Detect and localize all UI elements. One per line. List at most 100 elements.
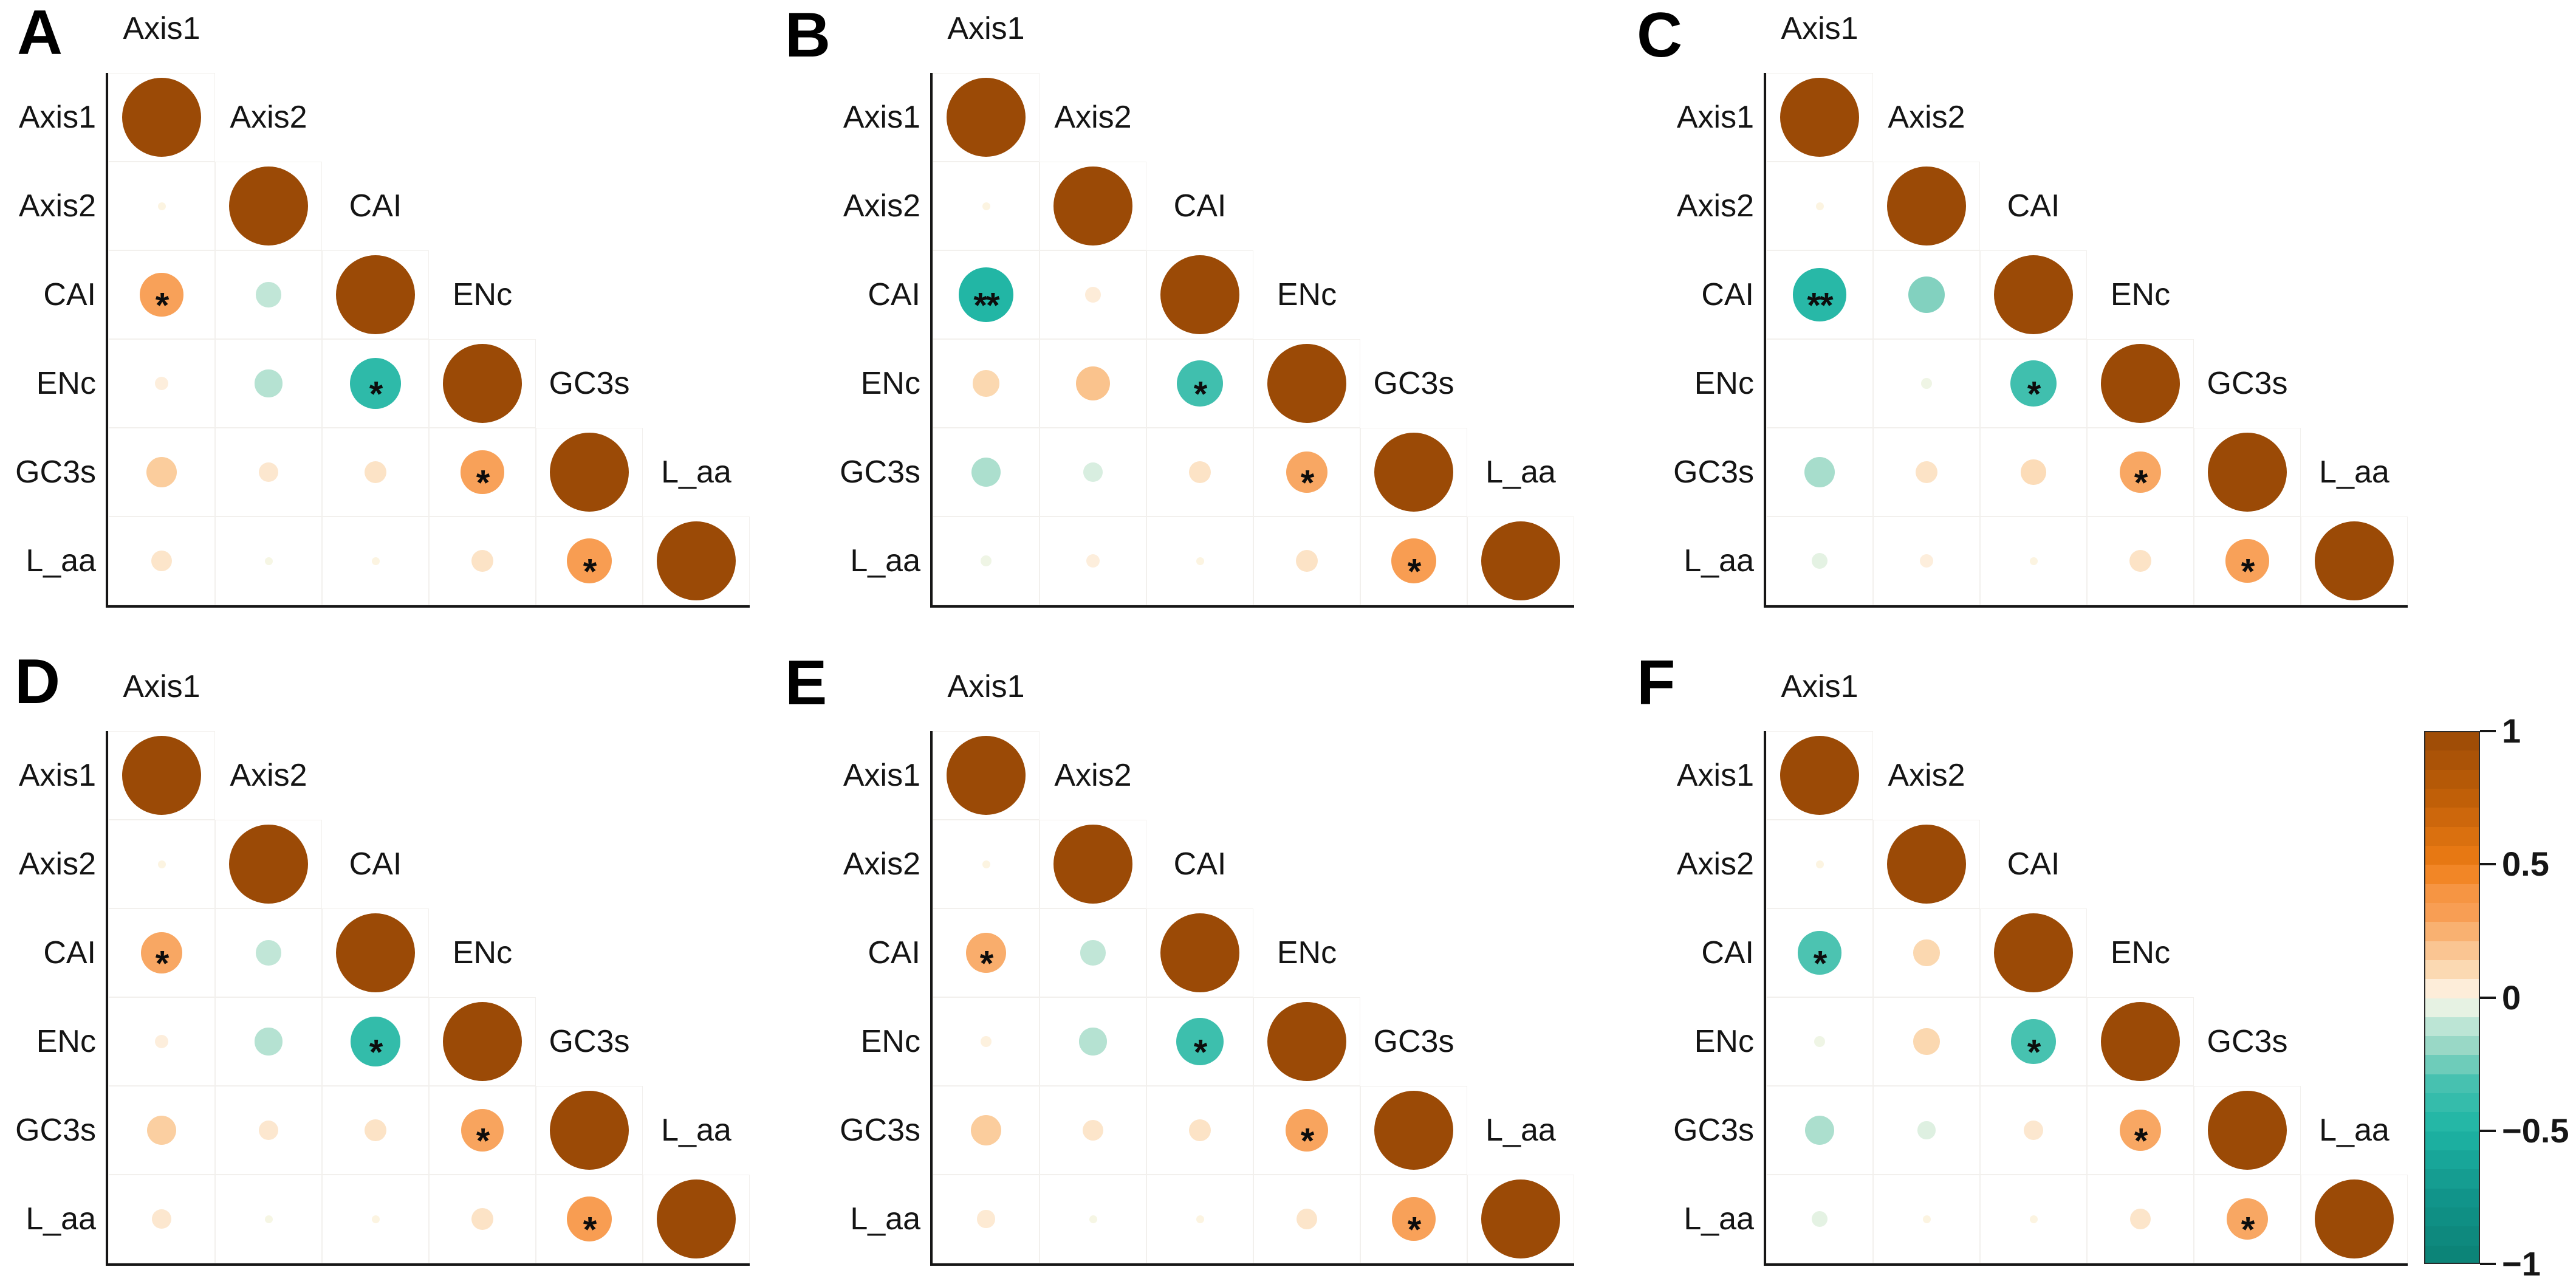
correlation-circle <box>255 1028 283 1056</box>
correlation-circle <box>566 1196 612 1242</box>
row-label-ENc: ENc <box>860 1024 920 1059</box>
colorbar-tick-label: 0.5 <box>2502 845 2549 884</box>
correlation-circle <box>151 550 173 572</box>
diagonal-correlation-circle <box>657 521 736 600</box>
correlation-circle <box>1915 461 1938 484</box>
colorbar-segment <box>2425 922 2479 942</box>
correlation-circle <box>1922 1215 1931 1223</box>
correlation-circle <box>364 1119 387 1142</box>
diagonal-correlation-circle <box>2315 1179 2394 1258</box>
matrix-cell <box>1766 997 1873 1086</box>
matrix-cell <box>1766 908 1873 997</box>
matrix-cell <box>1980 517 2087 605</box>
colorbar-segment <box>2425 1226 2479 1247</box>
matrix-cell <box>1873 908 1980 997</box>
matrix-cell <box>1146 517 1253 605</box>
diagonal-correlation-circle <box>443 1002 522 1081</box>
correlation-circle <box>1086 554 1100 568</box>
colorbar-segment <box>2425 884 2479 904</box>
diagonal-correlation-circle <box>1053 167 1132 245</box>
matrix-cell <box>2087 1086 2194 1175</box>
diagonal-correlation-circle <box>1374 433 1453 512</box>
colorbar-segment <box>2425 1188 2479 1209</box>
matrix-cell <box>1146 428 1253 517</box>
colorbar-segment <box>2425 1112 2479 1133</box>
matrix-cell <box>108 820 215 908</box>
correlation-circle <box>146 1115 177 1145</box>
diagonal-correlation-circle <box>1160 255 1239 334</box>
matrix-cell <box>1040 1086 1146 1175</box>
significance-asterisk: * <box>1300 1121 1315 1161</box>
row-label-L_aa: L_aa <box>1684 1201 1754 1237</box>
correlation-circle <box>371 1215 380 1223</box>
matrix-cell <box>1873 820 1980 908</box>
correlation-circle <box>461 450 504 494</box>
diagonal-label-GC3s: GC3s <box>1373 1024 1454 1059</box>
diagonal-label-Axis2: Axis2 <box>1054 100 1132 135</box>
row-label-Axis2: Axis2 <box>1676 846 1754 882</box>
matrix-cell <box>108 1086 215 1175</box>
correlation-circle <box>2129 549 2152 572</box>
correlation-circle <box>1815 860 1824 868</box>
diagonal-label-L_aa: L_aa <box>661 1113 731 1148</box>
diagonal-correlation-circle <box>2315 521 2394 600</box>
colorbar-segment <box>2425 960 2479 981</box>
significance-asterisk: ** <box>1807 285 1833 325</box>
diagonal-label-ENc: ENc <box>2110 277 2171 312</box>
matrix-cell <box>1873 162 1980 250</box>
significance-asterisk: * <box>583 1209 597 1249</box>
correlation-circle <box>958 267 1014 323</box>
diagonal-label-L_aa: L_aa <box>1485 455 1556 490</box>
diagonal-correlation-circle <box>1481 521 1560 600</box>
correlation-circle <box>1286 451 1328 493</box>
matrix-cell <box>1253 339 1360 428</box>
matrix-cell <box>108 731 215 820</box>
matrix-cell <box>536 1086 643 1175</box>
diagonal-label-Axis1: Axis1 <box>123 669 200 704</box>
correlation-circle <box>1392 1197 1436 1241</box>
colorbar-segment <box>2425 845 2479 867</box>
matrix-cell <box>2087 1175 2194 1263</box>
colorbar-segment <box>2425 865 2479 885</box>
row-label-L_aa: L_aa <box>26 1201 96 1237</box>
correlation-circle <box>1913 939 1940 966</box>
matrix-cell <box>2301 517 2408 605</box>
colorbar-tick-label: −1 <box>2502 1245 2541 1283</box>
matrix-cell <box>1253 428 1360 517</box>
matrix-cell <box>1980 1086 2087 1175</box>
matrix-cell <box>1766 339 1873 428</box>
matrix-cell <box>536 517 643 605</box>
diagonal-label-Axis1: Axis1 <box>1781 11 1858 46</box>
matrix-cell <box>215 1175 322 1263</box>
correlation-circle <box>264 1215 273 1223</box>
correlation-circle <box>1176 1018 1224 1065</box>
matrix-cell <box>215 162 322 250</box>
diagonal-correlation-circle <box>550 433 629 512</box>
colorbar-segment <box>2425 1017 2479 1038</box>
colorbar-segment <box>2425 1245 2479 1263</box>
diagonal-correlation-circle <box>1267 344 1346 423</box>
diagonal-label-Axis2: Axis2 <box>230 100 307 135</box>
matrix-cell <box>1873 1175 1980 1263</box>
correlation-circle <box>1804 456 1835 488</box>
matrix-cell <box>215 339 322 428</box>
matrix-cell <box>536 428 643 517</box>
correlation-circle <box>471 549 494 572</box>
matrix-cell <box>108 250 215 339</box>
row-label-ENc: ENc <box>1694 366 1754 401</box>
row-label-GC3s: GC3s <box>1673 455 1754 490</box>
matrix-cell <box>429 339 536 428</box>
matrix-cell <box>2194 428 2301 517</box>
correlation-circle <box>157 860 166 868</box>
diagonal-label-CAI: CAI <box>349 846 402 882</box>
diagonal-label-CAI: CAI <box>1173 846 1227 882</box>
row-label-GC3s: GC3s <box>840 455 920 490</box>
row-label-CAI: CAI <box>868 935 920 970</box>
matrix-cell <box>2087 339 2194 428</box>
correlation-circle <box>154 1034 169 1049</box>
matrix-cell <box>215 908 322 997</box>
correlation-circle <box>1295 549 1318 572</box>
matrix-cell <box>215 517 322 605</box>
diagonal-label-ENc: ENc <box>1276 935 1337 970</box>
matrix-cell <box>2087 517 2194 605</box>
